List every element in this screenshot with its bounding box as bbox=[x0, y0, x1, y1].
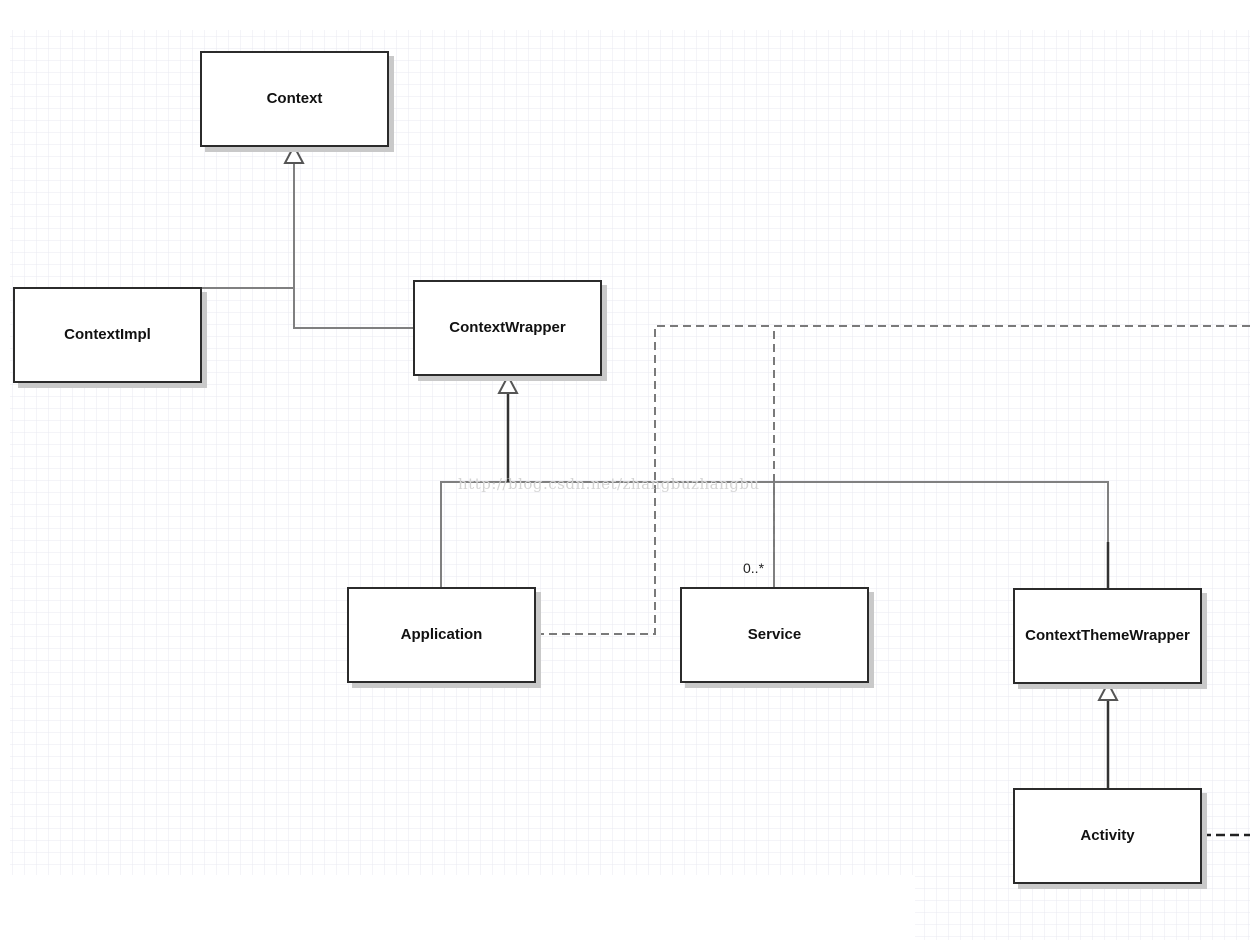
class-activity-label: Activity bbox=[1080, 827, 1135, 844]
application-dashed-association bbox=[536, 325, 1250, 635]
class-contextwrapper[interactable]: ContextWrapper bbox=[413, 280, 602, 376]
class-contextthemewrapper[interactable]: ContextThemeWrapper bbox=[1013, 588, 1202, 684]
class-context-label: Context bbox=[266, 90, 323, 107]
class-contextimpl-label: ContextImpl bbox=[64, 326, 151, 343]
service-multiplicity-label: 0..* bbox=[743, 560, 765, 576]
contextwrapper-to-context-line bbox=[293, 288, 414, 329]
class-activity[interactable]: Activity bbox=[1013, 788, 1202, 884]
class-application[interactable]: Application bbox=[347, 587, 536, 683]
grid-background-lower bbox=[915, 875, 1250, 940]
watermark-text: http://blog.csdn.net/zhangbuzhangbu bbox=[458, 475, 760, 493]
class-application-label: Application bbox=[400, 626, 483, 643]
class-contextimpl[interactable]: ContextImpl bbox=[13, 287, 202, 383]
context-inheritance-arrow bbox=[283, 143, 305, 164]
class-contextthemewrapper-label: ContextThemeWrapper bbox=[1025, 627, 1190, 644]
class-contextwrapper-label: ContextWrapper bbox=[449, 319, 566, 336]
class-service-label: Service bbox=[747, 626, 802, 643]
contextwrapper-inheritance-arrow bbox=[497, 373, 519, 394]
class-context[interactable]: Context bbox=[200, 51, 389, 147]
grid-background bbox=[10, 30, 1250, 875]
class-service[interactable]: Service bbox=[680, 587, 869, 683]
themewrapper-inheritance-arrow bbox=[1097, 680, 1119, 701]
